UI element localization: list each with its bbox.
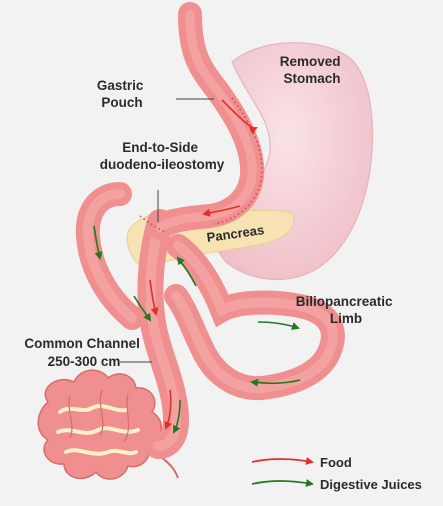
legend-food-label: Food — [320, 455, 352, 470]
legend-juices-label: Digestive Juices — [320, 477, 422, 492]
